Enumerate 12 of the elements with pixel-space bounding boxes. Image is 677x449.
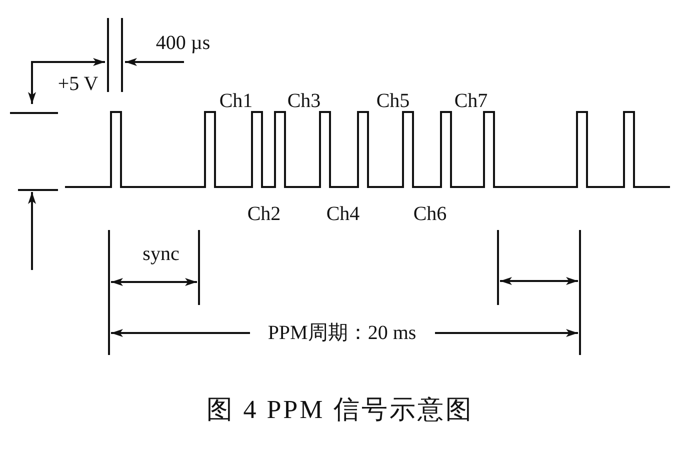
channel-label: Ch7 — [454, 91, 488, 111]
channel-label: Ch3 — [287, 91, 321, 111]
voltage-label: +5 V — [58, 74, 98, 94]
dimension-label: PPM周期：20 ms — [268, 323, 416, 343]
channel-label: Ch5 — [376, 91, 410, 111]
figure-caption: 图 4 PPM 信号示意图 — [206, 397, 474, 423]
channel-label: Ch6 — [413, 204, 447, 224]
channel-label: Ch1 — [219, 91, 253, 111]
dimension-label: 400 µs — [156, 33, 210, 53]
channel-label: Ch4 — [326, 204, 360, 224]
channel-label: Ch2 — [247, 204, 281, 224]
dimension-label: sync — [142, 244, 180, 264]
